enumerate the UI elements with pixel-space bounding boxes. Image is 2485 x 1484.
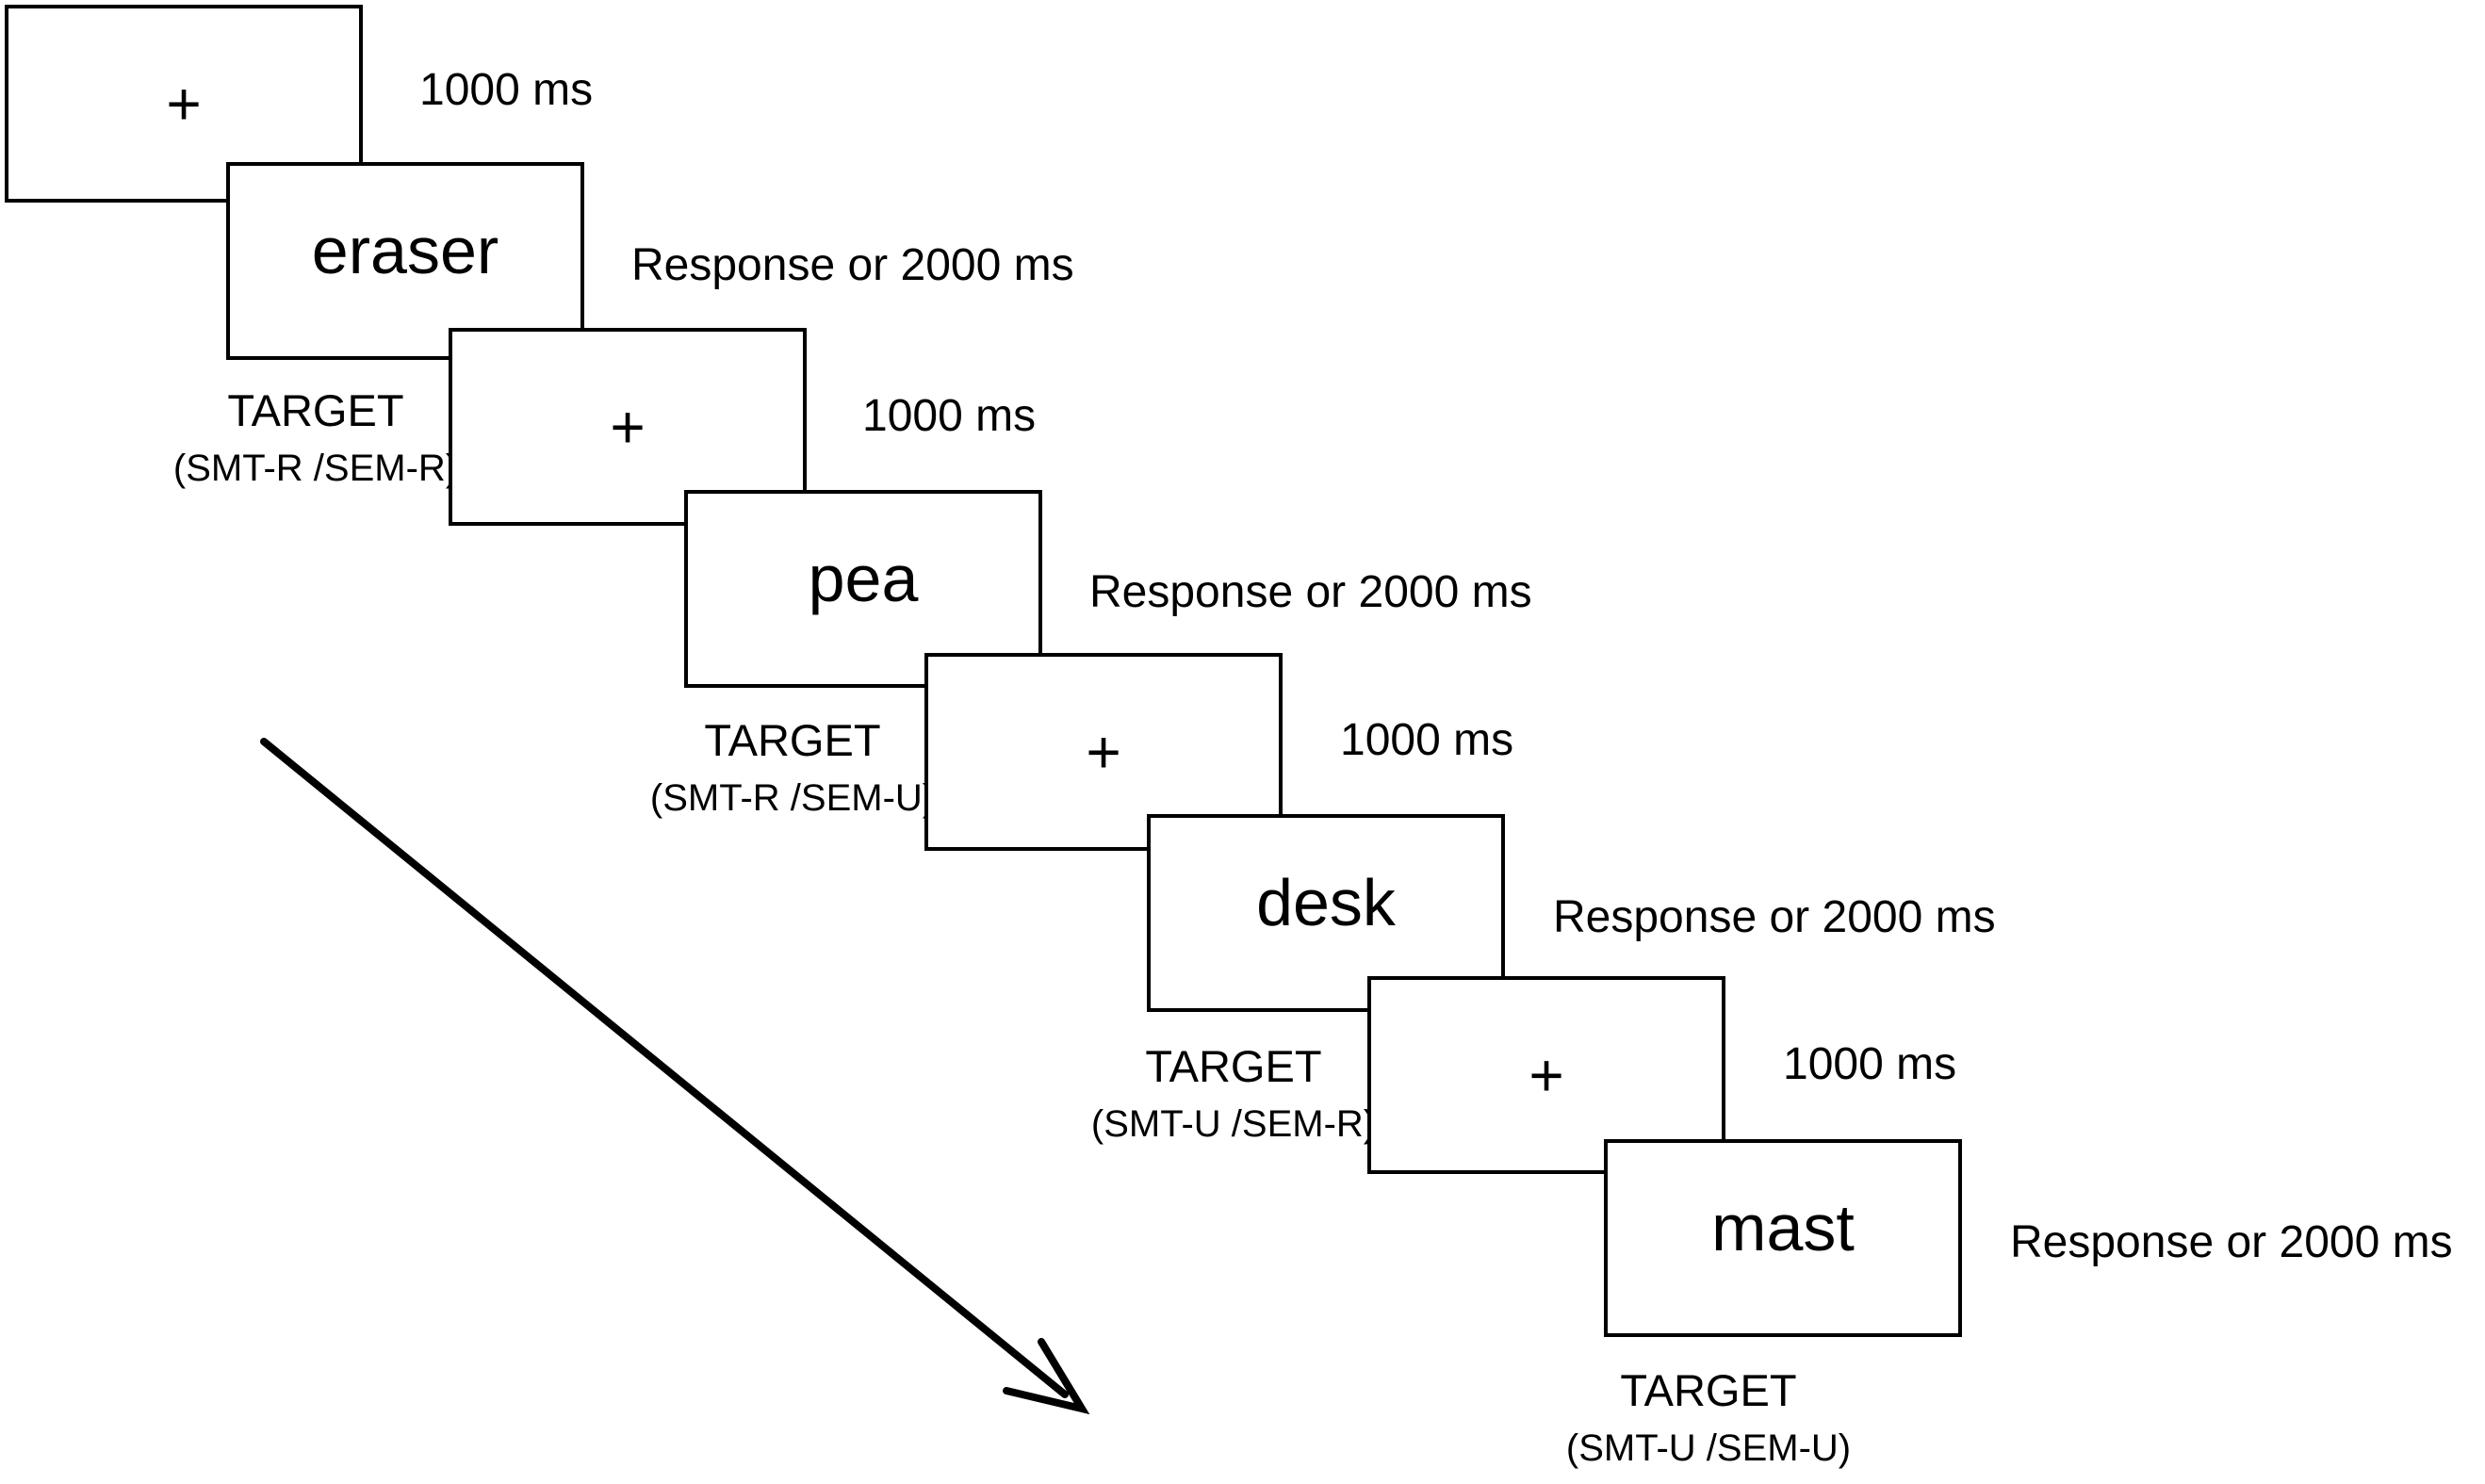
fixation-cross: + xyxy=(610,393,646,461)
fixation-cross: + xyxy=(1086,718,1121,786)
target-screen-eraser: eraser xyxy=(226,162,584,360)
target-word: pea xyxy=(808,542,919,615)
target-condition: (SMT-U /SEM-U) xyxy=(1565,1427,1852,1469)
duration-label-3: 1000 ms xyxy=(862,391,1037,441)
target-screen-mast: mast xyxy=(1604,1139,1962,1337)
target-label-title: TARGET xyxy=(704,715,881,765)
duration-label-2: Response or 2000 ms xyxy=(631,240,1074,290)
duration-label-8: Response or 2000 ms xyxy=(2010,1217,2453,1267)
target-label-1: TARGET (SMT-R /SEM-R) xyxy=(118,388,514,487)
fixation-cross: + xyxy=(1529,1041,1564,1109)
target-condition: (SMT-U /SEM-R) xyxy=(1090,1103,1377,1145)
duration-label-1: 1000 ms xyxy=(419,65,594,115)
target-word: desk xyxy=(1256,866,1396,939)
target-condition: (SMT-R /SEM-U) xyxy=(649,777,936,819)
target-label-2: TARGET (SMT-R /SEM-U) xyxy=(595,718,990,817)
target-label-title: TARGET xyxy=(1145,1041,1322,1091)
duration-label-5: 1000 ms xyxy=(1340,715,1514,765)
target-word: eraser xyxy=(311,214,499,287)
target-label-title: TARGET xyxy=(227,385,404,435)
duration-label-6: Response or 2000 ms xyxy=(1553,892,1996,942)
fixation-cross: + xyxy=(166,70,202,138)
target-word: mast xyxy=(1711,1191,1855,1264)
duration-label-4: Response or 2000 ms xyxy=(1089,567,1532,617)
target-label-4: TARGET (SMT-U /SEM-U) xyxy=(1511,1368,1906,1467)
target-label-3: TARGET (SMT-U /SEM-R) xyxy=(1036,1044,1431,1143)
target-condition: (SMT-R /SEM-R) xyxy=(172,448,459,489)
duration-label-7: 1000 ms xyxy=(1783,1039,1957,1089)
target-label-title: TARGET xyxy=(1620,1365,1797,1415)
